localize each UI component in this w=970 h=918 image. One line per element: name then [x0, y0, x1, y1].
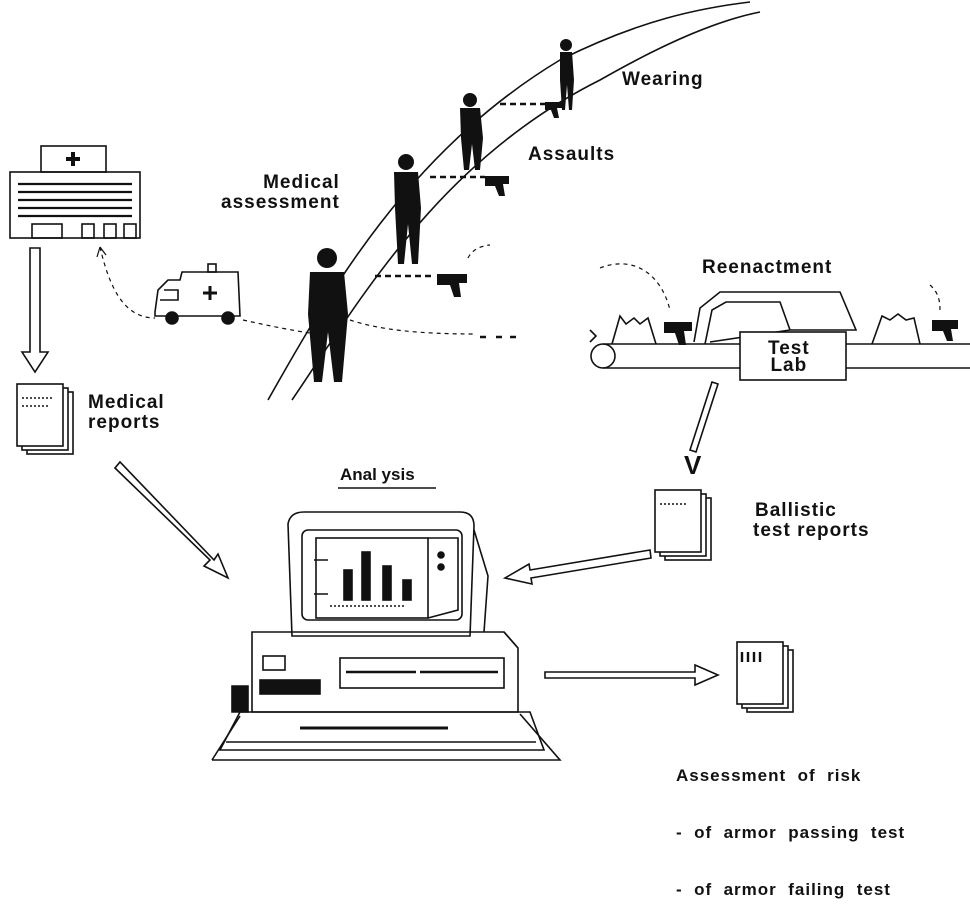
label-medical-reports-line1: Medical: [88, 392, 165, 413]
bullet-lines: [375, 102, 545, 278]
label-ballistic-line1: Ballistic: [755, 500, 837, 521]
label-ballistic-line2: test reports: [753, 519, 870, 541]
flow-dashes: [96, 244, 941, 335]
label-assessment-line3: - of armor failing test: [676, 880, 891, 900]
label-test-lab-line2: Lab: [770, 355, 808, 377]
label-ballistic-test-reports: Ballistic test reports: [753, 501, 870, 541]
label-medical-reports-line2: reports: [88, 411, 161, 433]
officer-figure: [308, 39, 574, 382]
arrow-lab-to-ballistic: [688, 380, 720, 454]
label-medical-assessment-line2: assessment: [221, 191, 340, 213]
label-medical-reports: Medical reports: [88, 393, 165, 433]
arrow-ballistic-to-analysis: [502, 549, 652, 586]
medical-reports-icon: [16, 383, 74, 455]
label-test-lab: Test Lab: [768, 338, 810, 377]
label-assaults: Assaults: [528, 144, 616, 165]
label-v-mark: V: [684, 450, 702, 480]
gun-icon: [437, 102, 958, 345]
label-test-lab-line1: Test: [768, 338, 810, 359]
label-medical-assessment-line1: Medical: [263, 172, 340, 193]
test-lab: [589, 291, 970, 381]
assessment-report-icon: [736, 641, 794, 713]
label-assessment-of-risk: Assessment of risk - of armor passing te…: [676, 728, 905, 918]
ballistic-reports-icon: [654, 489, 712, 561]
label-medical-assessment: Medical assessment: [221, 173, 340, 213]
label-analysis: Anal ysis: [340, 465, 415, 484]
arrow-hospital-to-reports: [20, 247, 50, 374]
risk-assessment-diagram: [9, 1, 970, 761]
computer-icon: [211, 511, 562, 761]
label-reenactment: Reenactment: [702, 257, 833, 278]
label-assessment-line2: - of armor passing test: [676, 823, 906, 843]
hospital-icon: [9, 145, 141, 239]
arrow-analysis-to-assessment: [544, 663, 721, 687]
label-wearing: Wearing: [622, 69, 704, 90]
ambulance-icon: [154, 263, 241, 325]
label-assessment-line1: Assessment of risk: [676, 766, 862, 786]
arrow-reports-to-analysis: [113, 460, 230, 580]
